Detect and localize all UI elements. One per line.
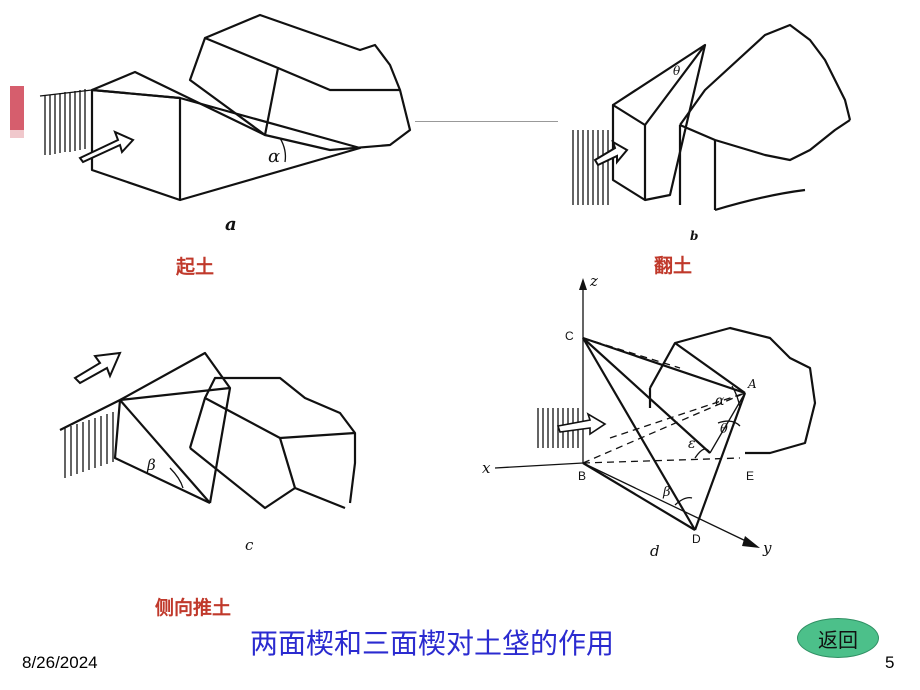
label-alpha-a: α xyxy=(268,146,280,167)
label-a: a xyxy=(225,214,237,235)
hatch-a xyxy=(39,89,93,155)
label-beta-d: β xyxy=(662,485,671,500)
caption-lift: 起土 xyxy=(176,256,215,278)
label-theta-b: θ xyxy=(673,64,681,78)
label-y: y xyxy=(762,539,772,557)
figure-a-lift: α a xyxy=(39,13,412,235)
hatch-b xyxy=(572,130,609,205)
hatch-c xyxy=(64,412,114,478)
label-A: A xyxy=(747,377,757,391)
accent-bar xyxy=(10,86,24,130)
label-d: d xyxy=(650,542,660,560)
caption-side-push: 侧向推土 xyxy=(155,597,232,619)
caption-turn: 翻土 xyxy=(654,255,693,277)
label-x: x xyxy=(482,459,491,477)
back-button[interactable]: 返回 xyxy=(797,618,879,658)
label-eps-d: ε xyxy=(688,436,696,452)
divider-line xyxy=(415,121,558,122)
label-C: C xyxy=(565,329,574,343)
slide-title: 两面楔和三面楔对土垡的作用 xyxy=(250,627,615,660)
label-b: b xyxy=(690,229,698,243)
label-alpha-d: α xyxy=(715,393,725,409)
label-E: E xyxy=(746,469,754,483)
label-beta-c: β xyxy=(146,456,156,474)
figure-c-side-push: β c xyxy=(59,351,357,554)
label-z: z xyxy=(589,272,598,290)
label-D: D xyxy=(692,532,701,546)
label-c: c xyxy=(245,536,254,554)
figure-d-three-face: z x y C B D E A α θ ε β d xyxy=(482,272,817,560)
footer-date: 8/26/2024 xyxy=(22,653,98,672)
accent-bar-light xyxy=(10,130,24,138)
label-B: B xyxy=(578,469,586,483)
footer-page-number: 5 xyxy=(885,653,895,672)
label-theta-d: θ xyxy=(720,422,728,437)
figure-b-turn: θ b xyxy=(572,23,852,243)
